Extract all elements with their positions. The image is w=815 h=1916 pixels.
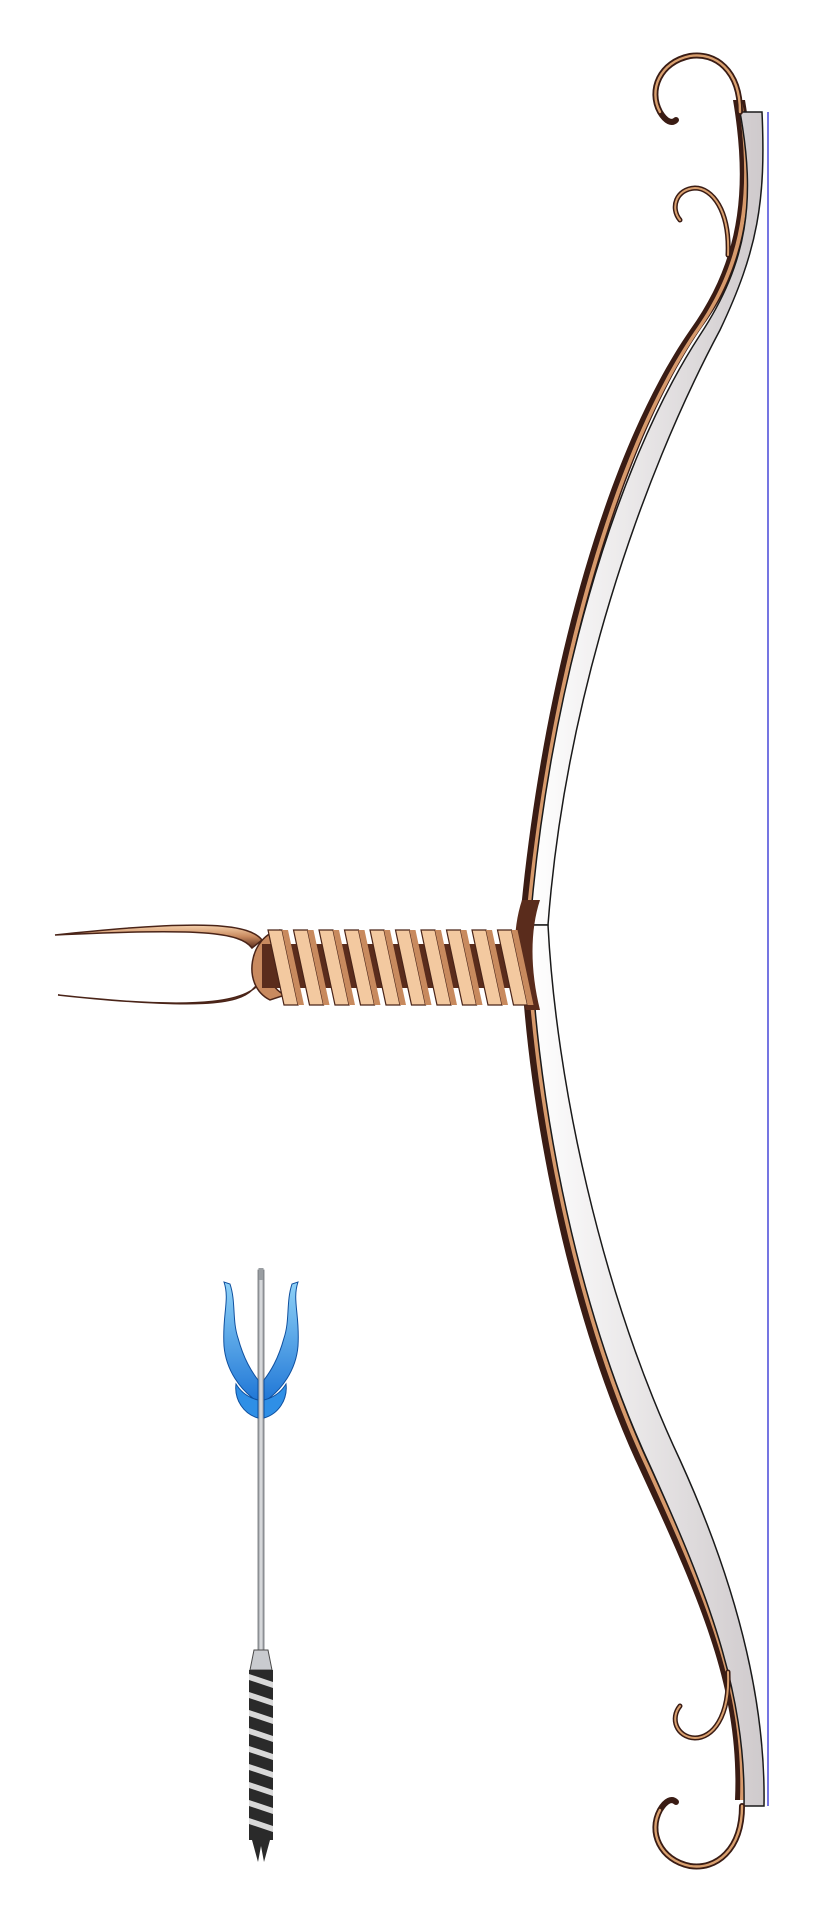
grip-spiral-shade — [307, 930, 330, 1005]
arrow — [223, 1268, 299, 1862]
arrow-head-twist-highlight — [249, 1818, 273, 1832]
arrow-head-twist-highlight — [249, 1746, 273, 1760]
arrow-fletching-base-right — [263, 1382, 287, 1419]
arrow-shaft — [257, 1269, 265, 1661]
bow-bottom-inner-curl — [672, 1669, 731, 1741]
grip-spiral-shade — [460, 930, 483, 1005]
grip-spiral-shade — [282, 930, 304, 1005]
bow-rest-lower-prong — [57, 979, 263, 1005]
bow — [54, 52, 769, 1870]
bow-bottom-outer-curl-hl — [654, 1804, 744, 1868]
arrow-fletching-right — [263, 1281, 299, 1403]
bow-bottom-inner-curl-hl — [674, 1671, 730, 1740]
grip-spiral-shade — [435, 930, 457, 1005]
bow-back-dark — [520, 100, 752, 1800]
arrow-collar — [249, 1649, 273, 1671]
arrow-head-twist-highlight — [249, 1800, 273, 1814]
grip-spiral-shade — [358, 930, 381, 1005]
arrow-head-twist-highlight — [249, 1728, 273, 1742]
arrow-twisted-head — [249, 1670, 273, 1862]
grip-spiral-shade — [486, 930, 508, 1005]
arrow-head-twist-highlight — [249, 1674, 273, 1688]
arrow-head-twist-highlight — [249, 1710, 273, 1724]
bow-rest-upper-prong — [54, 924, 264, 950]
arrow-head-twist-highlight — [249, 1764, 273, 1778]
bow-top-inner-curl — [672, 185, 731, 258]
grip-spiral-shade — [409, 930, 432, 1005]
arrow-head-twist-highlight — [249, 1782, 273, 1796]
arrow-head-twist-highlight — [249, 1692, 273, 1706]
arrow-fletching-base-left — [235, 1382, 259, 1419]
bow-spiral-grip — [262, 929, 534, 1006]
grip-spiral-shade — [384, 930, 406, 1005]
arrow-fletching-left — [223, 1281, 259, 1403]
bow-top-inner-curl-hl — [674, 186, 730, 256]
bow-lower-limb — [529, 924, 765, 1807]
grip-spiral-shade — [333, 930, 355, 1005]
grip-spiral-shade — [511, 930, 534, 1005]
bow-top-outer-curl-hl — [654, 54, 742, 114]
bow-back-bronze — [526, 100, 749, 1800]
arrow-nock — [258, 1268, 264, 1280]
